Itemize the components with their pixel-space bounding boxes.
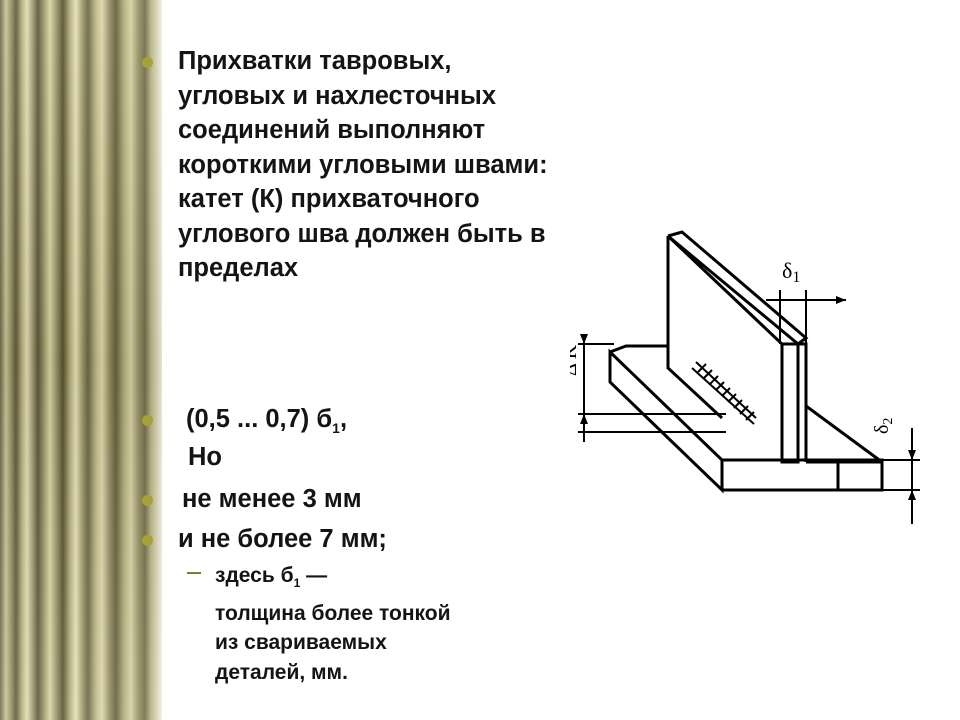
bullet-dot: [142, 415, 153, 426]
arrow-delta1: [836, 296, 846, 304]
sub-line-2: толщина более тонкой: [215, 601, 451, 625]
bullet-dot: [142, 57, 153, 68]
text-line-no: Но: [188, 443, 222, 471]
range-trailer: ,: [339, 405, 348, 433]
bullet-item-1: Прихватки тавровых, угловых и нахлесточн…: [142, 44, 562, 286]
base-plate-top: [609, 344, 668, 354]
label-delta1: δ1: [782, 258, 800, 286]
bullet-dot: [142, 495, 153, 506]
sub-bullet: здесь б1 — толщина более тонкой из свари…: [215, 561, 545, 687]
sub-line-1: здесь б1 —: [215, 564, 328, 591]
bullet-text: не менее 3 мм: [182, 485, 362, 513]
sub-bullet-dash: [187, 572, 201, 574]
web-plate-outline: [666, 234, 800, 464]
sub-line-4: деталей, мм.: [215, 660, 348, 684]
web-plate-top: [667, 230, 809, 346]
sub-line-3: из свариваемых: [215, 631, 387, 655]
web-plate-front: [782, 342, 808, 462]
base-plate-front: [722, 458, 884, 492]
bullet-text: и не более 7 мм;: [178, 525, 387, 553]
bullet-text: Прихватки тавровых, угловых и нахлесточн…: [178, 47, 548, 282]
t-joint-diagram: δ1 Δ K δ2: [570, 230, 920, 524]
bullet-item-4: и не более 7 мм;: [142, 522, 562, 557]
arrow-deltak-bottom: [580, 414, 588, 424]
bullet-item-3: не менее 3 мм: [142, 482, 562, 517]
arrow-delta2-bottom: [908, 490, 916, 500]
decorative-curtain: [0, 0, 162, 720]
range-text: (0,5 ... 0,7) б: [186, 405, 333, 433]
curtain-shade: [0, 0, 162, 720]
range-subscript: 1: [332, 420, 340, 437]
bullet-item-2: (0,5 ... 0,7) б1,: [142, 402, 562, 446]
weld-bead: [691, 361, 757, 425]
arrow-delta2-top: [908, 450, 916, 460]
bullet-dot: [142, 535, 153, 546]
label-delta2: δ2: [871, 418, 896, 434]
base-plate-back: [666, 344, 724, 420]
base-plate-left: [608, 348, 724, 494]
arrow-deltak-top: [580, 334, 588, 344]
bullet-text: (0,5 ... 0,7) б1,: [142, 402, 562, 446]
web-plate-back-bottom: [805, 404, 883, 464]
label-deltak: Δ K: [570, 344, 581, 376]
